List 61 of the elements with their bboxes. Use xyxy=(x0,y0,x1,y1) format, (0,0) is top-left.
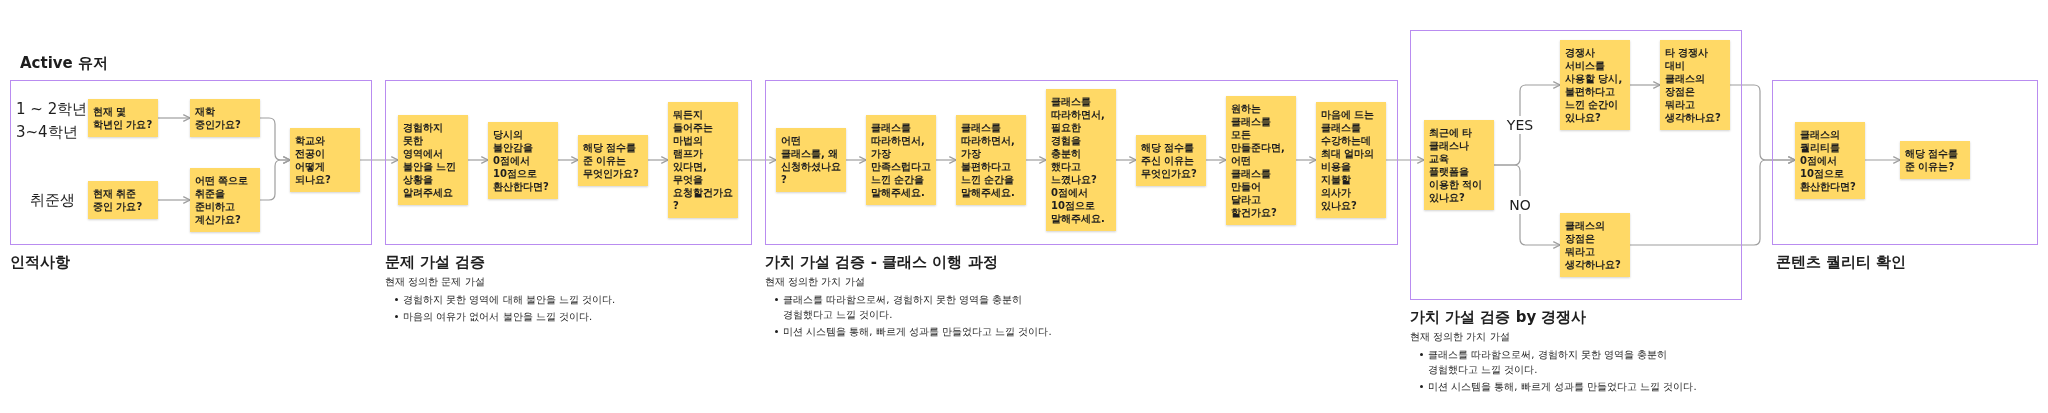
bullet-item: 경험하지 못한 영역에 대해 불안을 느낄 것이다. xyxy=(403,293,616,307)
sticky-note: 해당 점수를 준 이유는 무엇인가요? xyxy=(578,134,648,186)
arrow xyxy=(1025,156,1047,164)
sticky-note: 클래스의 장점은 뭐라고 생각하나요? xyxy=(1560,213,1630,277)
bullet-item: 미션 시스템을 통해, 빠르게 성과를 만들었다고 느낄 것이다. xyxy=(783,325,1052,339)
subtitle: 현재 정의한 문제 가설 xyxy=(385,275,485,289)
sticky-note: 현재 취준 중인 가요? xyxy=(88,181,158,219)
sticky-note: 클래스의 퀄리티를 0점에서 10점으로 환산한다면? xyxy=(1795,121,1865,199)
arrow xyxy=(1295,156,1317,164)
arrow xyxy=(737,156,777,164)
arrow xyxy=(1115,156,1137,164)
sticky-note: 재학 중인가요? xyxy=(190,99,260,137)
section-heading: 가치 가설 검증 - 클래스 이행 과정 xyxy=(765,253,998,272)
arrow xyxy=(1864,156,1901,164)
arrow xyxy=(157,114,191,122)
group-title: Active 유저 xyxy=(20,54,108,73)
section-heading: 가치 가설 검증 by 경쟁사 xyxy=(1410,308,1587,327)
edge-label: NO xyxy=(1507,196,1533,214)
category-label: 취준생 xyxy=(30,191,75,210)
subtitle: 현재 정의한 가치 가설 xyxy=(765,275,865,289)
bullet-item: 마음의 여유가 없어서 불안을 느낄 것이다. xyxy=(403,310,593,324)
sticky-note: 클래스를 따라하면서, 필요한 경험을 충분히 했다고 느꼈나요? 0점에서 10점으로 말해주세요. xyxy=(1046,89,1116,231)
arrow xyxy=(467,156,489,164)
arrow xyxy=(259,156,291,201)
arrow xyxy=(157,196,191,204)
arrow xyxy=(647,156,669,164)
sticky-note: 클래스를 따라하면서, 가장 만족스럽다고 느낀 순간을 말해주세요. xyxy=(866,115,936,205)
sticky-note: 뭐든지 들어주는 마법의 램프가 있다면, 무엇을 요청할건가요? xyxy=(668,102,738,218)
arrow xyxy=(1629,81,1661,89)
section-heading: 콘텐츠 퀄리티 확인 xyxy=(1776,253,1907,272)
section-heading: 인적사항 xyxy=(10,253,70,272)
sticky-note: 마음에 드는 클래스를 수강하는데 최대 얼마의 비용을 지불할 의사가 있나요? xyxy=(1316,102,1386,218)
arrow xyxy=(935,156,957,164)
sticky-note: 경험하지 못한 영역에서 불안을 느낀 상황을 알려주세요 xyxy=(398,115,468,205)
sticky-note: 클래스를 따라하면서, 가장 불편하다고 느낀 순간을 말해주세요. xyxy=(956,115,1026,205)
arrow xyxy=(1493,164,1561,249)
category-label: 1 ~ 2학년 xyxy=(16,100,88,119)
arrow xyxy=(1629,156,1796,246)
arrow xyxy=(845,156,867,164)
bullet-item: 클래스를 따라함으로써, 경험하지 못한 영역을 충분히 경험했다고 느낄 것이다. xyxy=(783,293,1024,322)
arrow xyxy=(557,156,579,164)
sticky-note: 당시의 불안감을 0점에서 10점으로 환산한다면? xyxy=(488,121,558,199)
arrow xyxy=(1385,156,1425,164)
sticky-note: 해당 점수를 주신 이유는 무엇인가요? xyxy=(1136,134,1206,186)
bullet-item: 클래스를 따라함으로써, 경험하지 못한 영역을 충분히 경험했다고 느낄 것이다. xyxy=(1428,348,1669,377)
sticky-note: 현재 몇 학년인 가요? xyxy=(88,99,158,137)
sticky-note: 원하는 클래스를 모든 만들준다면, 어떤 클래스를 만들어 달라고 할건가요? xyxy=(1226,95,1296,225)
sticky-note: 해당 점수를 준 이유는? xyxy=(1900,141,1970,179)
arrow xyxy=(1205,156,1227,164)
sticky-note: 최근에 타 클래스나 교육 플랫폼을 이용한 적이 있나요? xyxy=(1424,120,1494,210)
bullet-item: 미션 시스템을 통해, 빠르게 성과를 만들었다고 느낄 것이다. xyxy=(1428,380,1697,394)
category-label: 3~4학년 xyxy=(16,123,78,142)
sticky-note: 어떤 클래스를, 왜 신청하셨나요? xyxy=(776,128,846,192)
sticky-note: 타 경쟁사 대비 클래스의 장점은 뭐라고 생각하나요? xyxy=(1660,40,1730,130)
sticky-note: 경쟁사 서비스를 사용할 당시, 불편하다고 느낀 순간이 있나요? xyxy=(1560,40,1630,130)
edge-label: YES xyxy=(1504,116,1536,134)
subtitle: 현재 정의한 가치 가설 xyxy=(1410,330,1510,344)
sticky-note: 어떤 쪽으로 취준을 준비하고 계신가요? xyxy=(190,168,260,232)
section-heading: 문제 가설 검증 xyxy=(385,253,486,272)
arrow xyxy=(359,156,399,164)
sticky-note: 학교와 전공이 어떻게 되나요? xyxy=(290,128,360,192)
